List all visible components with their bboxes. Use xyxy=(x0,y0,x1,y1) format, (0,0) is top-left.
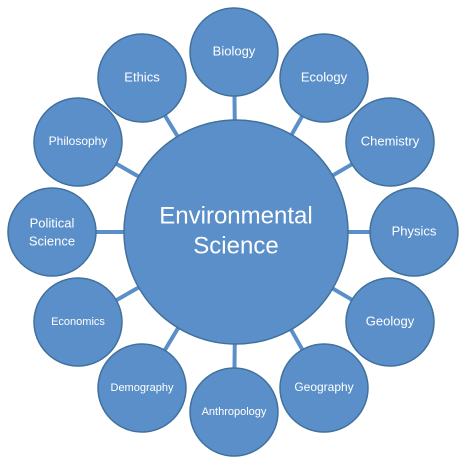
center-node: Environmental Science xyxy=(123,119,349,345)
node-ethics: Ethics xyxy=(97,33,187,123)
node-economics-label: Economics xyxy=(51,316,105,328)
node-economics: Economics xyxy=(33,277,123,367)
node-anthropology: Anthropology xyxy=(189,367,279,457)
center-label-line1: Environmental xyxy=(159,202,312,229)
node-ecology-label: Ecology xyxy=(301,69,348,84)
node-biology-label: Biology xyxy=(213,43,256,58)
node-chemistry: Chemistry xyxy=(345,97,435,187)
node-geology: Geology xyxy=(345,277,435,367)
node-ethics-label: Ethics xyxy=(124,69,160,84)
node-ecology: Ecology xyxy=(279,33,369,123)
node-political-label-line1: Political xyxy=(30,215,75,230)
center-label-line2: Science xyxy=(193,232,278,259)
node-chemistry-label: Chemistry xyxy=(361,133,420,148)
node-geography-label: Geography xyxy=(294,380,353,394)
node-demography-label: Demography xyxy=(111,382,174,394)
node-political-science: Political Science xyxy=(7,187,97,277)
node-political-label-line2: Science xyxy=(29,233,75,248)
node-demography: Demography xyxy=(97,343,187,433)
node-geography: Geography xyxy=(279,343,369,433)
node-philosophy: Philosophy xyxy=(33,97,123,187)
node-physics: Physics xyxy=(369,187,459,277)
node-anthropology-label: Anthropology xyxy=(202,406,267,418)
node-geology-label: Geology xyxy=(366,313,415,328)
node-physics-label: Physics xyxy=(392,223,437,238)
node-philosophy-label: Philosophy xyxy=(49,134,108,148)
node-biology: Biology xyxy=(189,7,279,97)
